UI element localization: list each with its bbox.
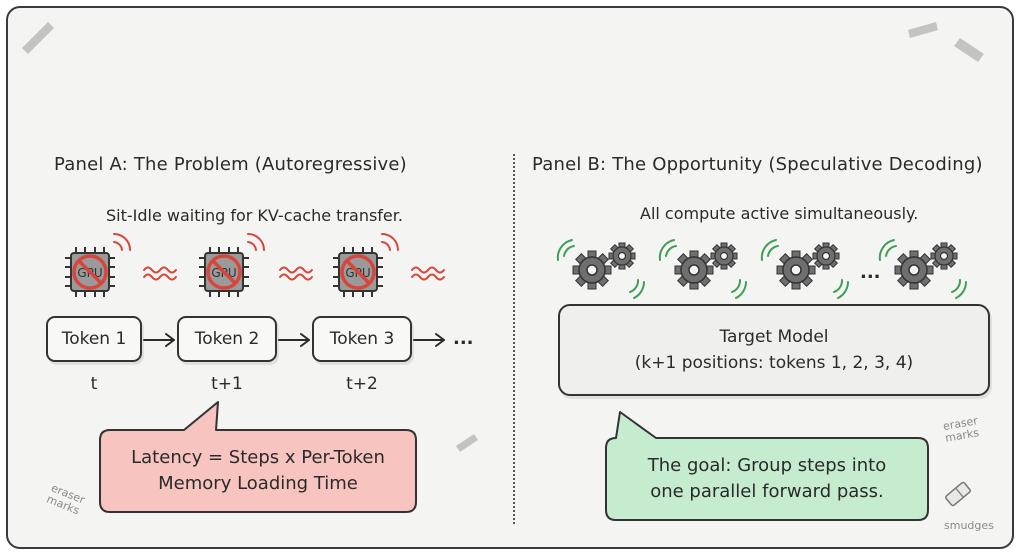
target-model-positions: (k+1 positions: tokens 1, 2, 3, 4)	[634, 353, 914, 373]
token-box-3: Token 3	[312, 316, 412, 362]
goal-callout-line-1: The goal: Group steps into	[647, 455, 887, 476]
panel-divider	[513, 154, 515, 524]
arrow-right-icon	[143, 333, 175, 347]
wait-wave-icon	[411, 266, 445, 281]
gpu-chip-icon: GPU	[199, 233, 265, 297]
latency-callout: Latency = Steps x Per-Token Memory Loadi…	[100, 438, 416, 504]
panel-a-caption: Sit-Idle waiting for KV-cache transfer.	[106, 206, 403, 225]
token-box-1: Token 1	[46, 316, 142, 362]
gear-ellipsis: ...	[860, 262, 881, 283]
gpu-chips-group: GPU GPU	[65, 233, 445, 297]
eraser-smudge-marks	[22, 22, 984, 507]
latency-callout-line-1: Latency = Steps x Per-Token	[131, 447, 385, 468]
goal-callout-bubble	[605, 411, 929, 521]
goal-callout: The goal: Group steps into one parallel …	[606, 446, 928, 512]
gpu-chip-icon: GPU	[65, 233, 131, 297]
arrow-right-icon	[413, 333, 445, 347]
smudges-note: smudges	[944, 519, 994, 532]
eraser-icon	[945, 481, 971, 507]
token-box-2: Token 2	[177, 316, 277, 362]
latency-callout-line-2: Memory Loading Time	[158, 473, 358, 494]
arrow-right-icon	[278, 333, 310, 347]
gpu-chip-icon: GPU	[333, 233, 399, 297]
time-label-2: t+1	[211, 374, 243, 394]
smudge-mark	[954, 38, 984, 62]
smudge-mark	[456, 434, 478, 452]
whiteboard: Panel A: The Problem (Autoregressive) Pa…	[6, 6, 1014, 549]
token-ellipsis: ...	[453, 328, 474, 349]
panel-b-caption: All compute active simultaneously.	[640, 204, 919, 223]
latency-callout-bubble	[99, 401, 417, 513]
wait-wave-icon	[279, 266, 313, 281]
token-arrows	[143, 333, 445, 347]
smudge-mark	[22, 22, 54, 54]
panel-b-title: Panel B: The Opportunity (Speculative De…	[532, 154, 983, 175]
time-label-3: t+2	[346, 374, 378, 394]
target-model-title: Target Model	[719, 327, 829, 347]
time-label-1: t	[90, 374, 98, 394]
target-model-box: Target Model (k+1 positions: tokens 1, 2…	[558, 304, 990, 396]
goal-callout-line-2: one parallel forward pass.	[650, 481, 884, 502]
smudge-mark	[908, 22, 938, 38]
wait-wave-icon	[143, 266, 177, 281]
panel-a-title: Panel A: The Problem (Autoregressive)	[54, 154, 407, 175]
